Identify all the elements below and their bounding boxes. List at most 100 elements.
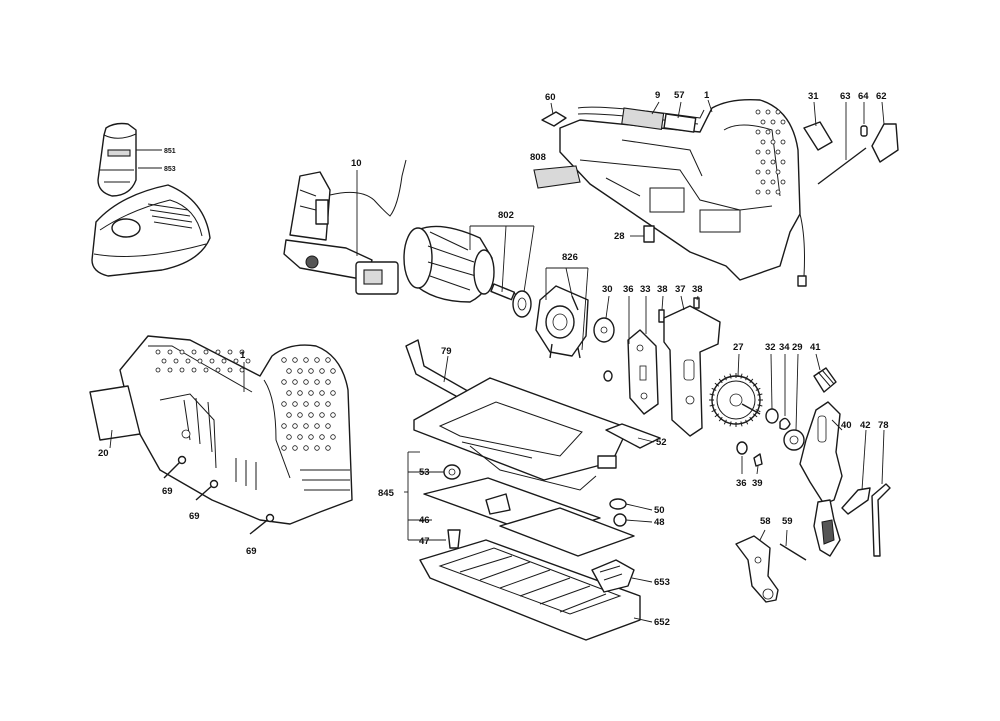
label-79: 79 — [441, 346, 452, 357]
grip-dimple — [775, 109, 781, 115]
grip-dimple — [308, 390, 314, 396]
grip-dimple — [281, 401, 287, 407]
grip-dimple — [286, 390, 292, 396]
switch-assembly — [283, 159, 407, 295]
grip-dimple — [303, 379, 309, 385]
bearing-bracket — [535, 285, 589, 359]
grip-dimple — [325, 379, 331, 385]
label-58: 58 — [760, 516, 771, 527]
gear-tooth — [718, 378, 723, 384]
label-63: 63 — [840, 91, 851, 102]
label-37: 37 — [675, 284, 686, 295]
grip-dimple — [770, 179, 776, 185]
rod-63 — [817, 147, 867, 185]
grip-dimple — [297, 412, 303, 418]
label-38-b: 38 — [692, 284, 703, 295]
label-62: 62 — [876, 91, 887, 102]
label-41: 41 — [810, 342, 821, 353]
gear-tooth — [740, 421, 743, 427]
gear-tooth — [752, 413, 758, 418]
motor — [403, 225, 532, 318]
grip-dimple — [755, 109, 761, 115]
gear-tooth — [740, 373, 743, 379]
label-40: 40 — [841, 420, 852, 431]
grip-dimple — [281, 357, 287, 363]
lever-58 — [735, 535, 779, 603]
grip-dimple — [325, 445, 331, 451]
plunger-plate-37 — [663, 305, 721, 437]
gear-tooth — [729, 373, 732, 379]
grip-dimple — [765, 169, 771, 175]
label-851: 851 — [164, 148, 176, 155]
grip-dimple — [179, 349, 185, 355]
grip-dimple — [314, 445, 320, 451]
roller-41 — [813, 367, 837, 393]
grip-dimple — [281, 379, 287, 385]
grip-dimple — [770, 139, 776, 145]
rating-plate — [621, 107, 665, 131]
label-34: 34 — [779, 342, 790, 353]
gear-tooth — [755, 409, 761, 413]
grip-dimple — [308, 368, 314, 374]
grip-dimple — [755, 169, 761, 175]
grip-dimple — [303, 401, 309, 407]
lever-62 — [871, 123, 899, 163]
shoe-plate — [499, 507, 635, 557]
grip-dimple — [155, 367, 161, 373]
grip-dimple — [308, 434, 314, 440]
label-853: 853 — [164, 166, 176, 173]
guide-plate-33 — [627, 329, 659, 415]
grip-dimple — [330, 368, 336, 374]
grip-dimple — [292, 401, 298, 407]
label-59: 59 — [782, 516, 793, 527]
label-46: 46 — [419, 515, 430, 526]
grip-dimple — [314, 401, 320, 407]
bushing-29 — [783, 429, 805, 451]
rod-42 — [841, 487, 871, 515]
grip-dimple — [780, 139, 786, 145]
base-sole-652 — [419, 539, 641, 641]
grip-dimple — [760, 179, 766, 185]
grip-dimple — [765, 129, 771, 135]
grip-dimple — [765, 109, 771, 115]
grip-dimple — [319, 434, 325, 440]
washer-30 — [593, 317, 615, 343]
screws-69 — [163, 455, 275, 535]
gear-tooth — [729, 421, 732, 427]
grip-dimple — [755, 189, 761, 195]
label-808: 808 — [530, 152, 546, 163]
label-48: 48 — [654, 517, 665, 528]
label-69-a: 69 — [162, 486, 173, 497]
grip-dimple — [330, 390, 336, 396]
grip-dimple — [770, 119, 776, 125]
gear-tooth — [709, 393, 715, 396]
grip-dimple — [330, 412, 336, 418]
slider-653 — [591, 559, 635, 593]
grip-dimple — [314, 379, 320, 385]
grip-dimple — [286, 368, 292, 374]
gear-27 — [711, 375, 761, 425]
grip-dimple — [319, 368, 325, 374]
label-802: 802 — [498, 210, 514, 221]
grip-dimple — [760, 159, 766, 165]
pin-38-a — [658, 309, 665, 323]
grip-dimple — [765, 149, 771, 155]
grip-dimple — [780, 159, 786, 165]
label-50: 50 — [654, 505, 665, 516]
grip-dimple — [155, 349, 161, 355]
washer-32 — [765, 408, 779, 424]
grip-dimple — [215, 367, 221, 373]
grip-dimple — [303, 357, 309, 363]
label-42: 42 — [860, 420, 871, 431]
gear-tooth — [752, 382, 758, 387]
grip-dimple — [161, 358, 167, 364]
grip-dimple — [215, 349, 221, 355]
label-69-b: 69 — [189, 511, 200, 522]
grip-dimple — [303, 445, 309, 451]
grip-dimple — [167, 367, 173, 373]
type-plate — [663, 113, 697, 133]
grip-dimple — [227, 367, 233, 373]
gear-tooth — [755, 387, 761, 391]
label-32: 32 — [765, 342, 776, 353]
foot-plate-upper — [413, 377, 629, 491]
